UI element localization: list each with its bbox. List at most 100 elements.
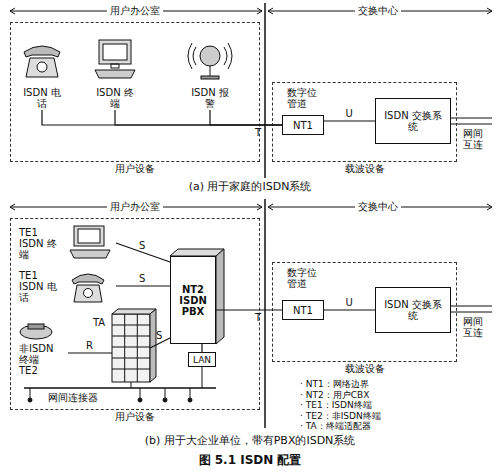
node-text: NT1: [293, 305, 313, 316]
rack-side: [150, 309, 156, 382]
interface-label: U: [346, 297, 353, 308]
arrow-tip: [487, 204, 492, 210]
connector: [42, 110, 282, 125]
process-box: ISDN 交换系统: [375, 98, 451, 144]
arrow-tip: [487, 8, 492, 14]
node-text: 非ISDN 终端 TE2: [19, 343, 59, 376]
phone-handset: [24, 46, 60, 57]
note-text: · TE1：ISDN终端: [300, 400, 372, 410]
bus-terminal: [138, 398, 142, 402]
screen: [103, 44, 127, 60]
phone-icon: [24, 46, 60, 77]
node-text: 用户设备: [11, 163, 259, 174]
monitor: [74, 226, 104, 246]
arrow-tip: [257, 204, 262, 210]
note-text: · TE2：非ISDN终端: [300, 411, 381, 421]
device-node: ISDN 终端: [93, 38, 137, 110]
terminal-icon: [95, 40, 135, 78]
label-text: 用户办公室: [107, 201, 163, 212]
note-text: · NT2：用户CBX: [300, 390, 369, 400]
node-text: ISDN 报警: [189, 87, 231, 109]
phone-base: [74, 285, 102, 302]
keyboard: [95, 70, 135, 78]
screen: [78, 229, 100, 243]
device-node: TE1 ISDN 电话: [16, 266, 116, 306]
connector: [324, 120, 375, 121]
interface-label: S: [139, 273, 145, 284]
alarm-body: [200, 46, 220, 66]
adapter-rack: [112, 309, 156, 382]
connector: [324, 309, 375, 310]
interface-label: R: [86, 340, 93, 351]
node-text: 用户设备: [11, 411, 259, 422]
rack-frame: [112, 314, 150, 382]
phone-base: [26, 58, 58, 77]
node-text: 载波设备: [273, 363, 456, 374]
connector: [116, 285, 170, 286]
pbx-top-face: [170, 249, 224, 256]
equipment-region: 用户设备ISDN 电话ISDN 终端ISDN 报警: [10, 22, 260, 162]
sound-waves: [188, 43, 232, 69]
connector: [68, 352, 112, 353]
panel-caption: (b) 用于大企业单位，带有PBX的ISDN系统: [142, 435, 359, 446]
node-text: TE1 ISDN 终端: [19, 227, 61, 260]
process-box: NT1: [282, 115, 324, 135]
trunk-line: [451, 118, 492, 119]
bus-drop: [202, 367, 203, 388]
device-node: TE1 ISDN 终端: [16, 224, 116, 262]
process-box: NT2 ISDN PBX: [170, 256, 216, 344]
phone-dial: [37, 62, 47, 72]
process-box: ISDN 交换系统: [375, 287, 451, 333]
separator-line: [264, 199, 266, 428]
figure-caption: 图 5.1 ISDN 配置: [196, 455, 305, 466]
device-node: 非ISDN 终端 TE2: [16, 322, 68, 384]
label-text: 用户办公室: [107, 5, 163, 16]
interface-label: S: [139, 240, 145, 251]
node-text: ISDN 终端: [94, 87, 136, 109]
arrow-tip: [10, 204, 15, 210]
device-node: ISDN 电话: [20, 38, 64, 110]
device-body: [20, 325, 52, 339]
node-text: TA: [93, 317, 105, 328]
bus-terminal: [163, 398, 167, 402]
trunk-line: [451, 124, 492, 125]
node-text: NT1: [293, 120, 313, 131]
phone-dial: [84, 289, 93, 298]
rack-top: [112, 309, 156, 314]
connector: [201, 344, 202, 352]
interface-label: S: [156, 330, 162, 341]
note-text: · NT1：网络边界: [300, 379, 369, 389]
label-text: 数字位 管道: [287, 87, 321, 109]
trunk-line: [451, 306, 492, 307]
alarm-icon: [188, 43, 232, 79]
keyboard: [70, 250, 110, 258]
arrow-tip: [268, 8, 273, 14]
node-text: NT2 ISDN PBX: [173, 284, 213, 317]
trunk-line: [451, 312, 492, 313]
label-text: 交换中心: [355, 201, 401, 212]
alarm-base: [201, 76, 219, 79]
panel-caption: (a) 用于家庭的ISDN系统: [186, 181, 315, 192]
monitor-stand: [111, 64, 119, 68]
non-isdn-terminal-icon: [20, 324, 52, 339]
note-text: · TA：终端适配器: [300, 421, 371, 431]
node-text: ISDN 电话: [21, 87, 63, 109]
bus-line: [24, 387, 216, 389]
computer-icon: [70, 226, 110, 258]
separator-line: [264, 3, 266, 178]
arrow-tip: [10, 8, 15, 14]
node-text: ISDN 交换系统: [382, 299, 444, 321]
alarm-stand: [210, 66, 211, 76]
bus-terminal: [188, 398, 192, 402]
interface-label: U: [346, 108, 353, 119]
equipment-region: 用户设备TE1 ISDN 终端TE1 ISDN 电话NT2 ISDN PBXTA…: [10, 218, 260, 410]
label-text: 网间 互连: [463, 128, 487, 150]
label-text: 交换中心: [355, 5, 401, 16]
label-text: 网间连接器: [48, 392, 98, 403]
node-text: ISDN 交换系统: [382, 110, 444, 132]
node-text: TE1 ISDN 电话: [19, 270, 61, 303]
header-line: [10, 8, 492, 210]
rack-grid: [112, 314, 150, 382]
node-text: 载波设备: [273, 163, 456, 174]
